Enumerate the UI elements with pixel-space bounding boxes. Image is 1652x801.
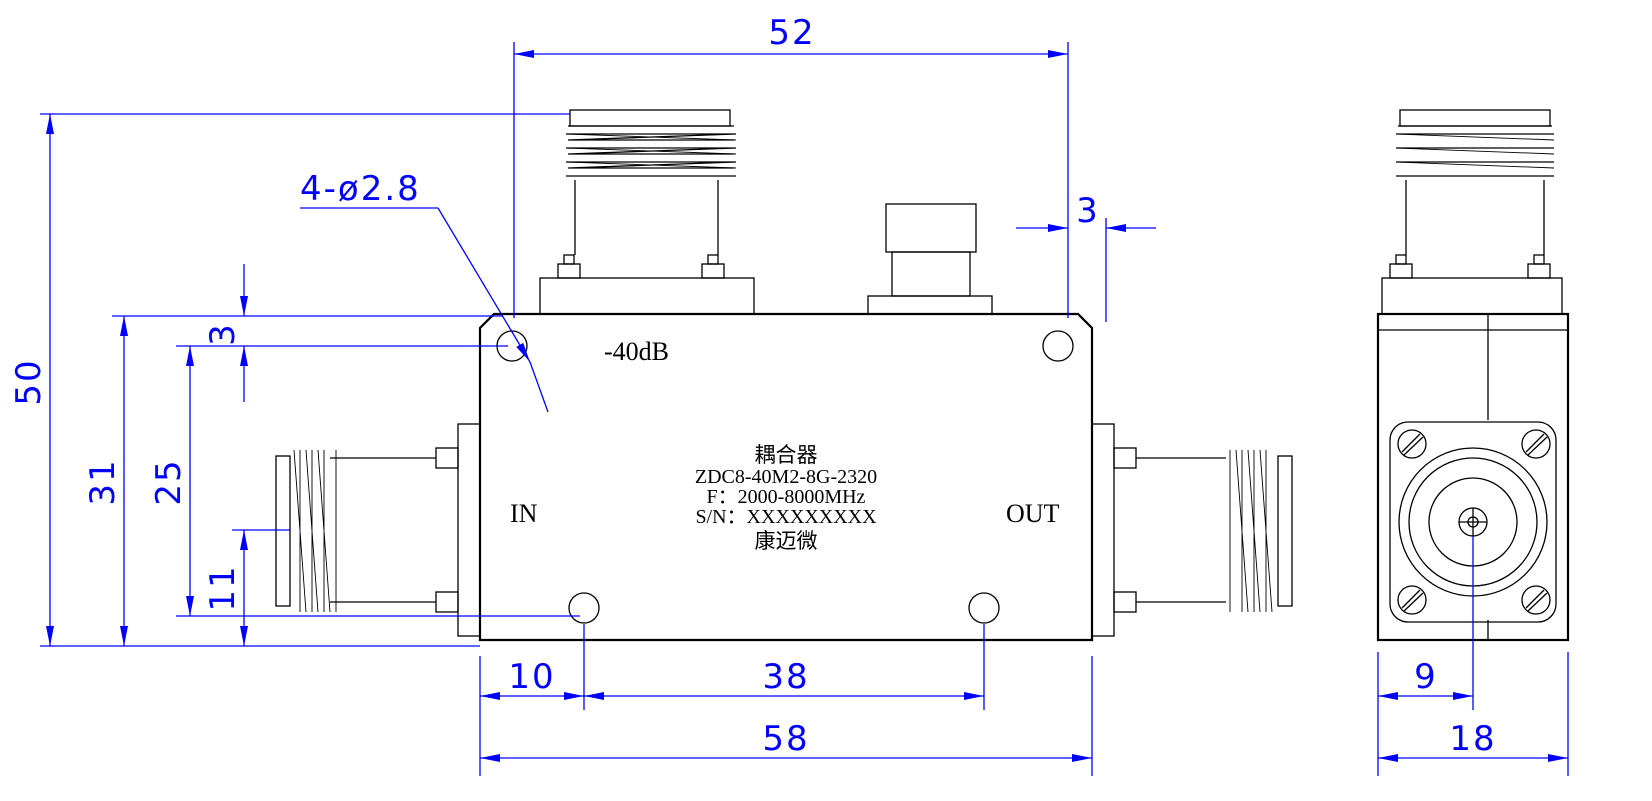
- coupling-label: -40dB: [604, 337, 669, 366]
- left-n-connector: [275, 423, 483, 637]
- dim-connector-height: 11: [203, 564, 243, 611]
- dim-side-center: 9: [1414, 657, 1438, 697]
- nameplate-serial: S/N：XXXXXXXXX: [695, 506, 877, 528]
- dim-offset-right: 3: [1076, 191, 1100, 231]
- dim-height-total: 50: [9, 358, 49, 405]
- dim-width-body: 58: [762, 719, 809, 759]
- flange-screw: [1397, 585, 1427, 615]
- dim-height-body: 31: [83, 458, 123, 505]
- nameplate-model: ZDC8-40M2-8G-2320: [695, 466, 877, 488]
- mounting-hole: [1042, 330, 1074, 362]
- mounting-hole: [968, 592, 1000, 624]
- coupled-port-connector: [867, 203, 993, 315]
- coupler-body: [478, 312, 1094, 642]
- dim-side-width: 18: [1449, 719, 1496, 759]
- top-n-connector: [539, 109, 755, 315]
- dim-offset-top: 3: [203, 322, 243, 346]
- dim-hole-spacing-v: 25: [149, 458, 189, 505]
- input-label: IN: [510, 499, 538, 528]
- dim-hole-spec: 4-ø2.8: [300, 169, 421, 209]
- mounting-hole: [568, 592, 600, 624]
- nameplate-maker: 康迈微: [755, 529, 818, 553]
- nameplate-frequency: F：2000-8000MHz: [707, 486, 866, 508]
- dim-hole-offset-left: 10: [508, 657, 555, 697]
- flange-screw: [1521, 585, 1551, 615]
- nameplate-name: 耦合器: [755, 443, 818, 467]
- side-view: [1376, 109, 1570, 642]
- right-n-connector: [1089, 423, 1293, 637]
- dim-hole-spacing-h: 38: [762, 657, 809, 697]
- flange-screw: [1397, 429, 1427, 459]
- dim-width-top: 52: [768, 13, 815, 53]
- flange-screw: [1521, 429, 1551, 459]
- output-label: OUT: [1006, 499, 1060, 528]
- dimension-lines: 52 4-ø2.8 3 50 31 25 3 11: [9, 13, 1569, 776]
- front-view: -40dB IN OUT 耦合器 ZDC8-40M2-8G-2320 F：200…: [275, 109, 1293, 642]
- nameplate: 耦合器 ZDC8-40M2-8G-2320 F：2000-8000MHz S/N…: [695, 443, 877, 553]
